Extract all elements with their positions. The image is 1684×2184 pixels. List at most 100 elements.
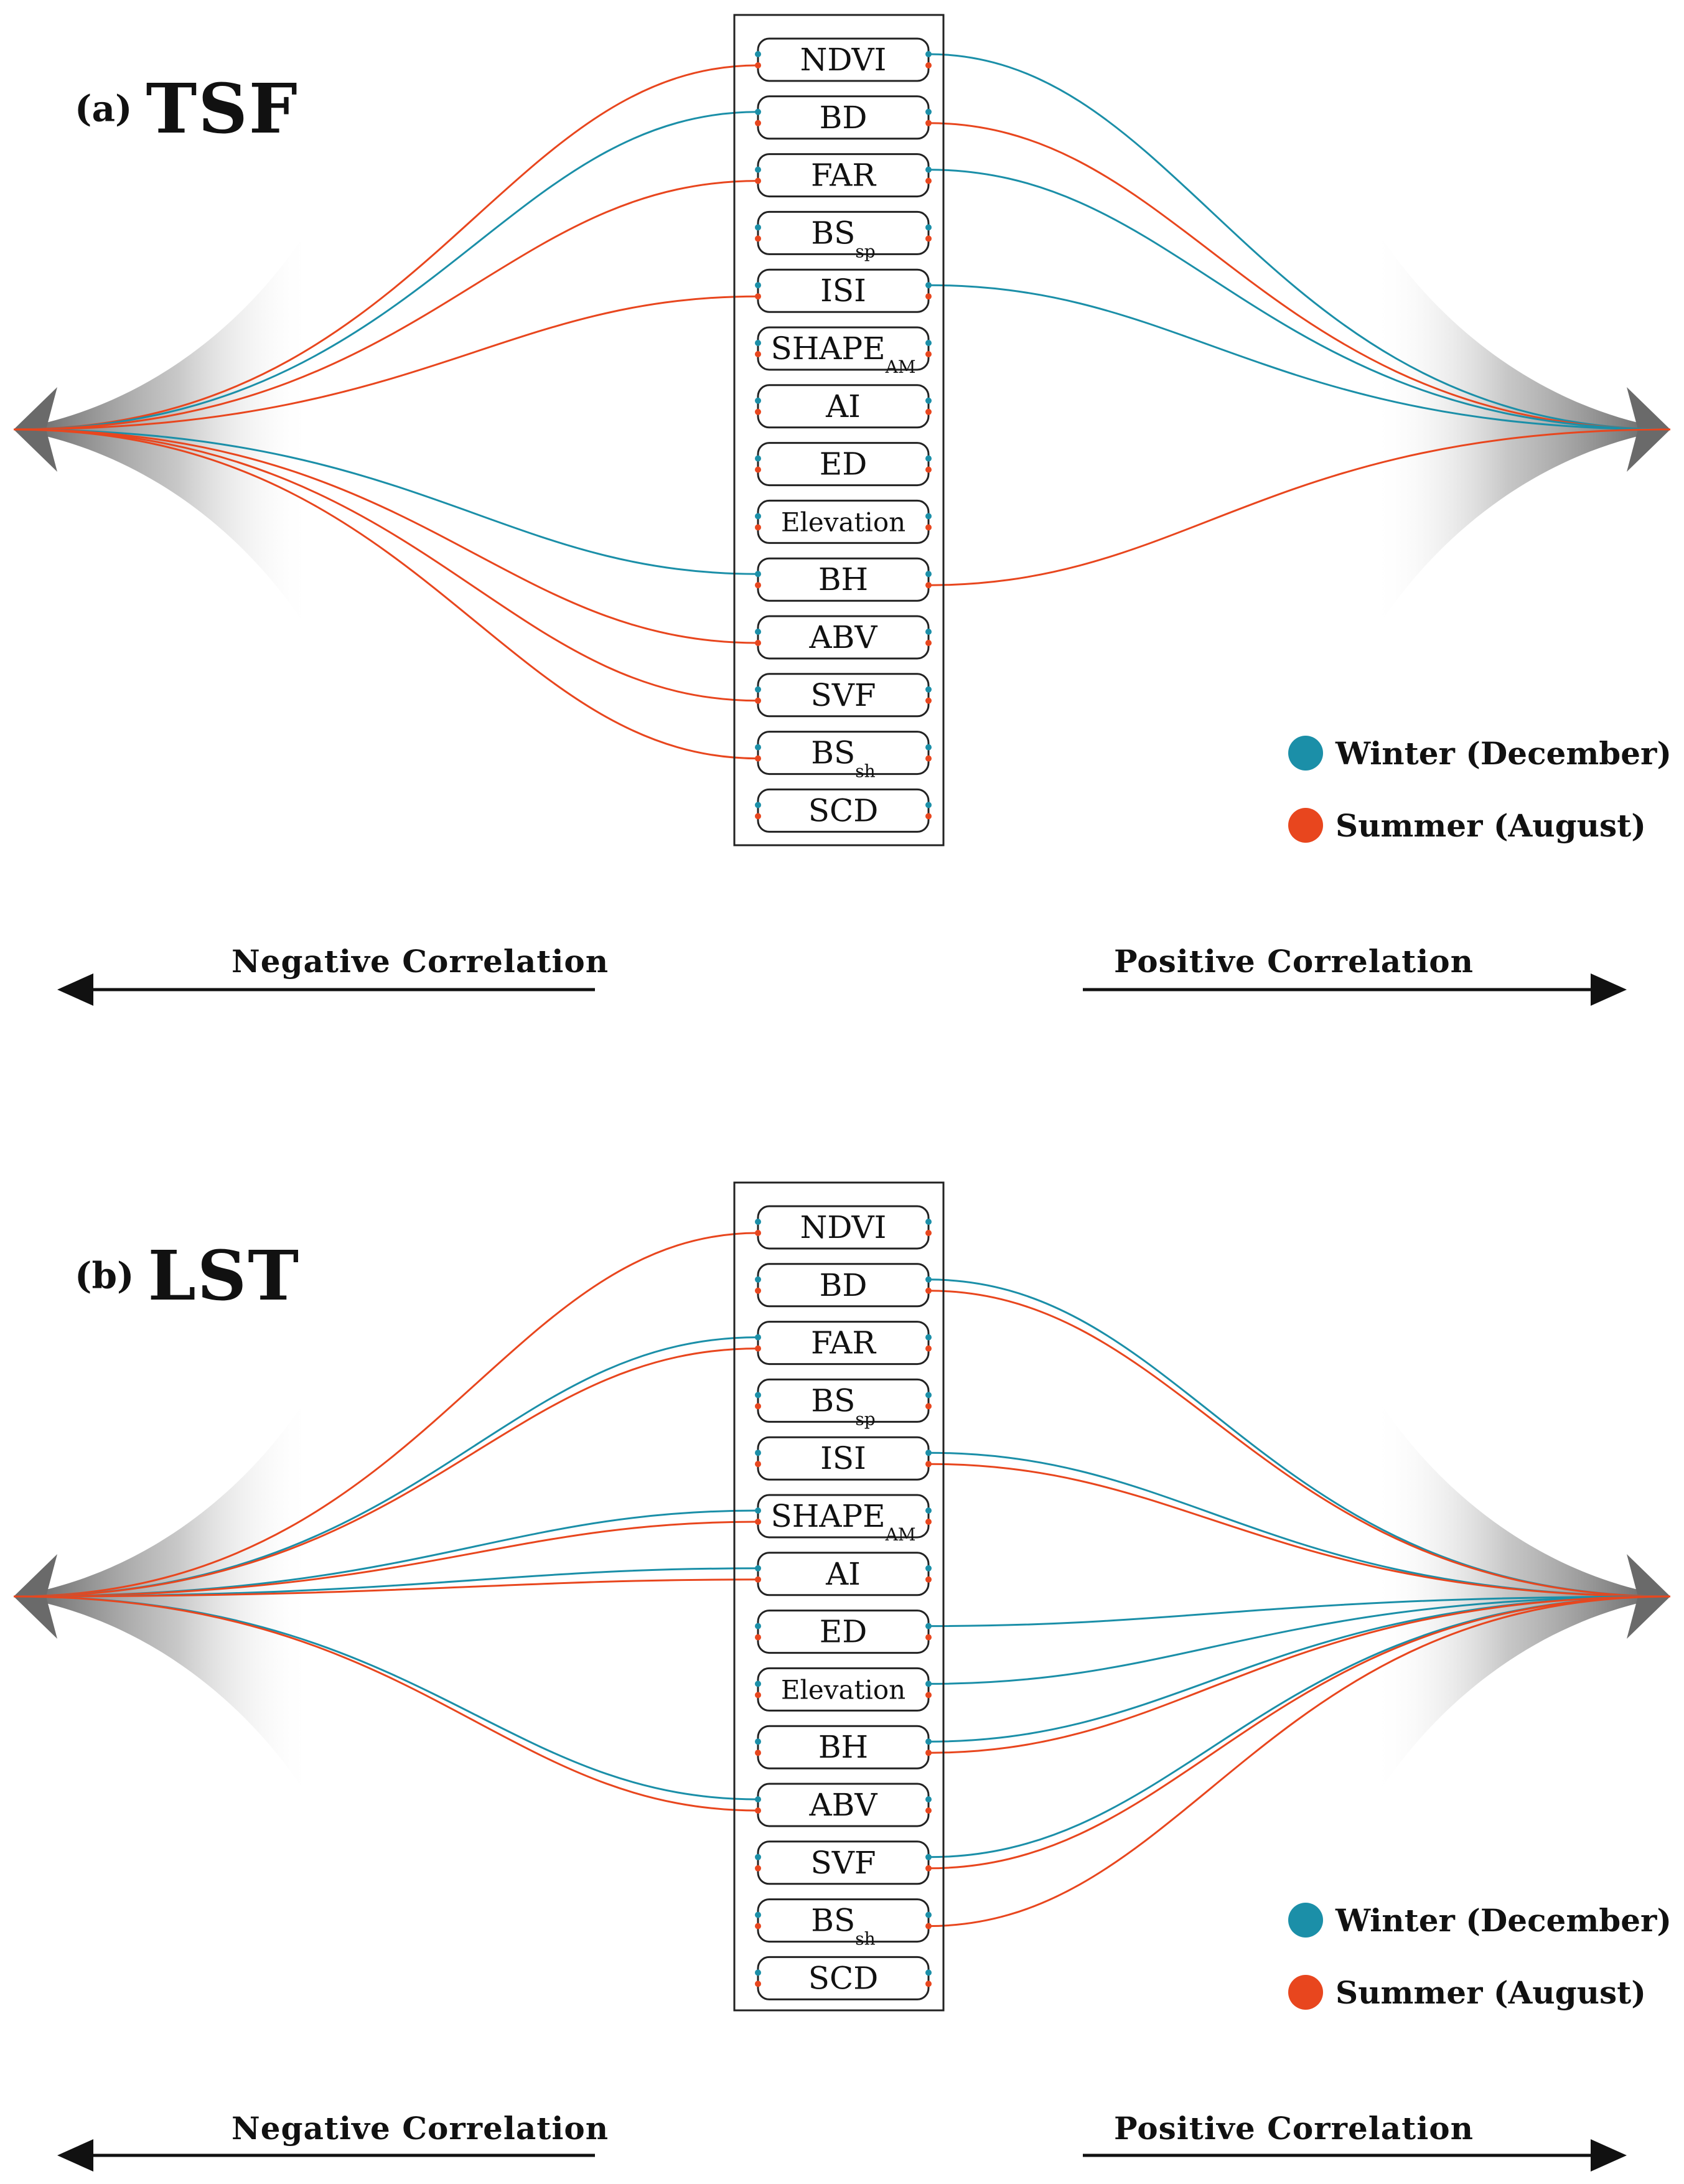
variable-far: FAR — [755, 1321, 932, 1366]
variable-pill — [757, 442, 930, 487]
link-far-summer-negative — [13, 180, 759, 431]
variable-bd: BD — [755, 95, 932, 140]
link-svf-winter-positive — [928, 1595, 1671, 1858]
variable-subscript: AM — [885, 1524, 916, 1545]
winter-port-left-icon — [755, 629, 761, 635]
legend-summer-label: Summer (August) — [1336, 807, 1646, 844]
variable-ndvi: NDVI — [755, 1205, 932, 1250]
winter-port-left-icon — [755, 1276, 761, 1283]
summer-port-left-icon — [755, 1576, 761, 1583]
variable-pill — [757, 1667, 930, 1712]
summer-port-left-icon — [755, 466, 761, 473]
summer-port-left-icon — [755, 1403, 761, 1410]
variable-pill — [757, 326, 930, 371]
summer-port-right-icon — [925, 1345, 932, 1352]
winter-dot-icon — [1288, 736, 1323, 771]
variable-label: BSsh — [811, 735, 875, 782]
variable-subscript: sh — [855, 761, 875, 782]
variable-pill — [757, 1610, 930, 1654]
link-shapeam-summer-negative — [13, 1521, 759, 1598]
variable-label: ABV — [809, 619, 878, 655]
winter-port-left-icon — [755, 108, 761, 115]
winter-port-right-icon — [925, 397, 932, 404]
variable-column-box — [733, 1181, 945, 2012]
winter-port-right-icon — [925, 1450, 932, 1456]
variable-pill — [757, 1494, 930, 1539]
legend-summer-label: Summer (August) — [1336, 1974, 1646, 2011]
variable-elevation: Elevation — [755, 499, 932, 544]
variable-pill — [757, 384, 930, 429]
legend-winter-label: Winter (December) — [1336, 734, 1672, 772]
summer-port-left-icon — [755, 640, 761, 646]
winter-port-left-icon — [755, 1392, 761, 1399]
winter-port-left-icon — [755, 1623, 761, 1629]
summer-port-right-icon — [925, 1750, 932, 1756]
winter-port-right-icon — [925, 1680, 932, 1687]
winter-port-right-icon — [925, 455, 932, 462]
winter-port-left-icon — [755, 224, 761, 231]
winter-port-left-icon — [755, 686, 761, 693]
variable-label: ISI — [820, 273, 866, 309]
summer-port-left-icon — [755, 1807, 761, 1814]
winter-port-right-icon — [925, 282, 932, 289]
variable-column-box — [733, 14, 945, 846]
summer-port-right-icon — [925, 1576, 932, 1583]
variable-isi: ISI — [755, 268, 932, 313]
variable-label: BSsp — [811, 1382, 875, 1429]
winter-port-left-icon — [755, 1911, 761, 1918]
winter-port-right-icon — [925, 108, 932, 115]
winter-port-right-icon — [925, 1276, 932, 1283]
summer-port-left-icon — [755, 755, 761, 762]
variable-subscript: sp — [855, 241, 875, 261]
link-bd-winter-negative — [13, 111, 759, 431]
link-bh-summer-positive — [928, 1595, 1671, 1754]
variable-pill — [757, 1898, 930, 1943]
winter-port-right-icon — [925, 629, 932, 635]
summer-port-left-icon — [755, 1345, 761, 1352]
link-bd-summer-positive — [928, 1290, 1671, 1598]
link-bh-winter-negative — [13, 428, 759, 575]
panel-a: NDVIBDFARBSspISISHAPEAMAIEDElevationBHAB… — [13, 14, 1671, 1006]
link-abv-summer-negative — [13, 1595, 759, 1812]
summer-port-right-icon — [925, 1519, 932, 1525]
summer-port-left-icon — [755, 120, 761, 126]
summer-port-left-icon — [755, 293, 761, 300]
summer-port-right-icon — [925, 1230, 932, 1236]
legend-winter: Winter (December) — [1288, 734, 1672, 772]
summer-port-right-icon — [925, 1634, 932, 1641]
panel-a-label: (a)TSF — [75, 68, 299, 149]
variable-label: NDVI — [800, 1209, 887, 1245]
winter-port-right-icon — [925, 1738, 932, 1745]
legend-winter-label: Winter (December) — [1336, 1901, 1672, 1939]
variable-abv: ABV — [755, 615, 932, 660]
winter-port-right-icon — [925, 1392, 932, 1399]
winter-port-left-icon — [755, 1854, 761, 1860]
variable-pill — [757, 1205, 930, 1250]
variable-label: ED — [820, 446, 868, 482]
winter-port-left-icon — [755, 1969, 761, 1976]
panel-a-positive-label: Positive Correlation — [1114, 943, 1474, 980]
variable-pill — [757, 788, 930, 833]
summer-port-right-icon — [925, 235, 932, 242]
summer-port-left-icon — [755, 1865, 761, 1872]
winter-dot-icon — [1288, 1903, 1323, 1938]
variable-subscript: AM — [885, 357, 916, 377]
variable-pill — [757, 1956, 930, 2000]
variable-pill — [757, 37, 930, 82]
summer-port-right-icon — [925, 408, 932, 415]
variable-label: BSsp — [811, 215, 875, 261]
variable-bssp: BSsp — [755, 1378, 932, 1429]
summer-port-right-icon — [925, 177, 932, 184]
summer-port-left-icon — [755, 1230, 761, 1236]
summer-port-left-icon — [755, 408, 761, 415]
link-elevation-winter-positive — [928, 1595, 1671, 1685]
variable-ndvi: NDVI — [755, 37, 932, 82]
winter-port-left-icon — [755, 455, 761, 462]
winter-port-left-icon — [755, 340, 761, 346]
panel-b-label: (b)LST — [75, 1235, 300, 1316]
winter-port-left-icon — [755, 1450, 761, 1456]
summer-port-right-icon — [925, 524, 932, 531]
summer-port-left-icon — [755, 582, 761, 589]
panel-b-positive-label: Positive Correlation — [1114, 2110, 1474, 2147]
link-ndvi-summer-negative — [13, 1232, 759, 1598]
